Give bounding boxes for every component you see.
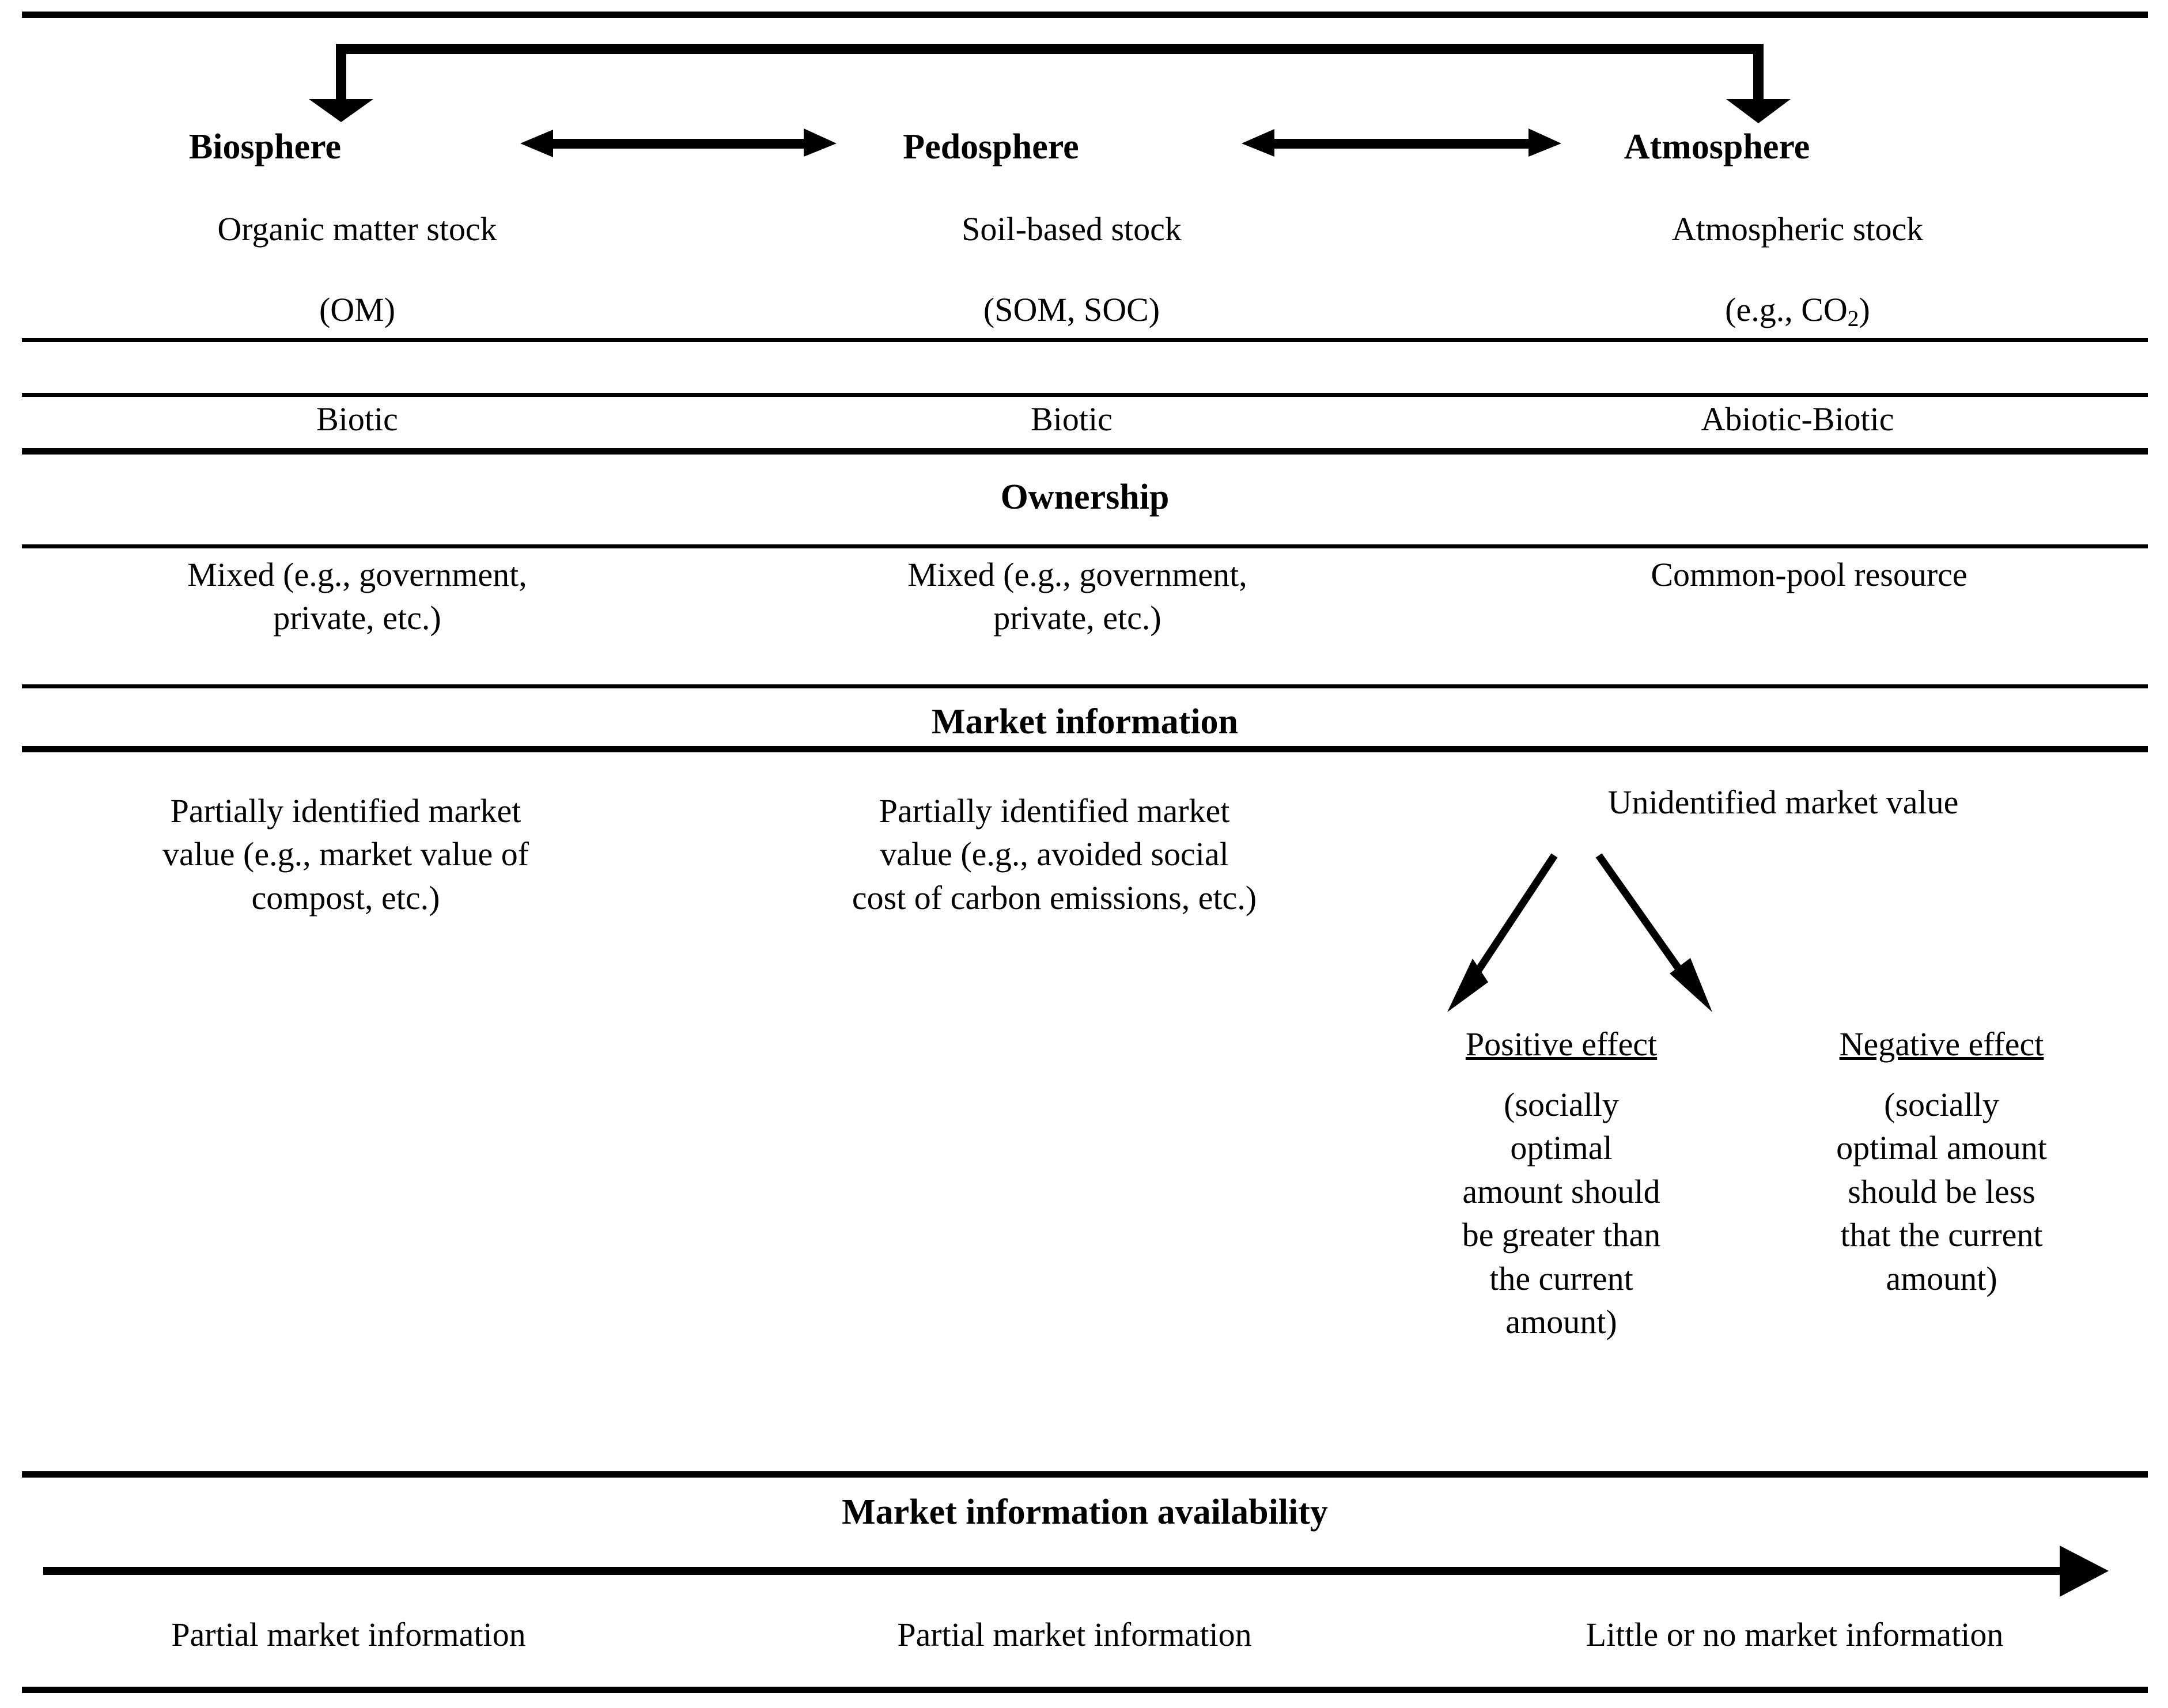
nature-atmosphere: Abiotic-Biotic <box>1701 400 1894 438</box>
stock-atmosphere-line1: Atmospheric stock <box>1671 210 1924 248</box>
stock-atmosphere-line2: (e.g., CO2) <box>1475 288 2120 334</box>
column-header-atmosphere: Atmosphere <box>1624 127 1810 166</box>
availability-biosphere: Partial market information <box>171 1616 526 1653</box>
table-bottom-border <box>22 1687 2148 1693</box>
co2-subscript: 2 <box>1847 305 1859 331</box>
top-bracket-arrow <box>309 44 1791 123</box>
rule-below-stock-row <box>22 338 2148 342</box>
nature-pedosphere: Biotic <box>1031 400 1113 438</box>
availability-gradient-arrow <box>43 1546 2109 1597</box>
rule-below-ownership-row <box>22 684 2148 688</box>
co2-suffix: ) <box>1859 291 1870 328</box>
biosphere-pedosphere-double-arrow <box>520 128 837 157</box>
rule-above-availability-title <box>22 1471 2148 1478</box>
pedosphere-atmosphere-double-arrow <box>1242 128 1561 157</box>
effect-label-negative: Negative effect <box>1839 1025 2044 1063</box>
column-header-biosphere: Biosphere <box>188 127 342 166</box>
market-info-pedosphere: Partially identified market value (e.g.,… <box>852 792 1257 917</box>
ownership-atmosphere: Common-pool resource <box>1651 556 1968 593</box>
availability-pedosphere: Partial market information <box>897 1616 1252 1653</box>
table-top-border <box>22 12 2148 18</box>
ownership-pedosphere: Mixed (e.g., government, private, etc.) <box>907 556 1247 637</box>
stock-biosphere-line1: Organic matter stock <box>217 210 497 248</box>
effect-label-positive: Positive effect <box>1465 1025 1658 1063</box>
unidentified-to-negative-arrow <box>1595 853 1712 1012</box>
market-info-atmosphere: Unidentified market value <box>1607 783 1959 821</box>
co2-prefix: (e.g., CO <box>1725 291 1848 328</box>
effect-detail-positive: (socially optimal amount should be great… <box>1462 1086 1661 1340</box>
nature-biosphere: Biotic <box>316 400 398 438</box>
availability-atmosphere: Little or no market information <box>1586 1616 2004 1653</box>
effect-detail-negative: (socially optimal amount should be less … <box>1836 1086 2047 1297</box>
section-title-market-information-availability: Market information availability <box>842 1493 1328 1532</box>
section-title-ownership: Ownership <box>1000 478 1170 517</box>
stock-pedosphere-line1: Soil-based stock <box>962 210 1182 248</box>
stock-pedosphere-line2: (SOM, SOC) <box>983 291 1160 328</box>
rule-below-ownership-title <box>22 544 2148 548</box>
rule-below-nature-row <box>22 448 2148 455</box>
column-header-pedosphere: Pedosphere <box>903 127 1079 166</box>
unidentified-to-positive-arrow <box>1447 853 1558 1012</box>
market-info-biosphere: Partially identified market value (e.g.,… <box>162 792 529 917</box>
ownership-biosphere: Mixed (e.g., government, private, etc.) <box>187 556 527 637</box>
rule-above-nature-row <box>22 393 2148 397</box>
stock-biosphere-line2: (OM) <box>319 291 396 328</box>
rule-below-market-info-title <box>22 746 2148 752</box>
section-title-market-information: Market information <box>931 702 1239 741</box>
